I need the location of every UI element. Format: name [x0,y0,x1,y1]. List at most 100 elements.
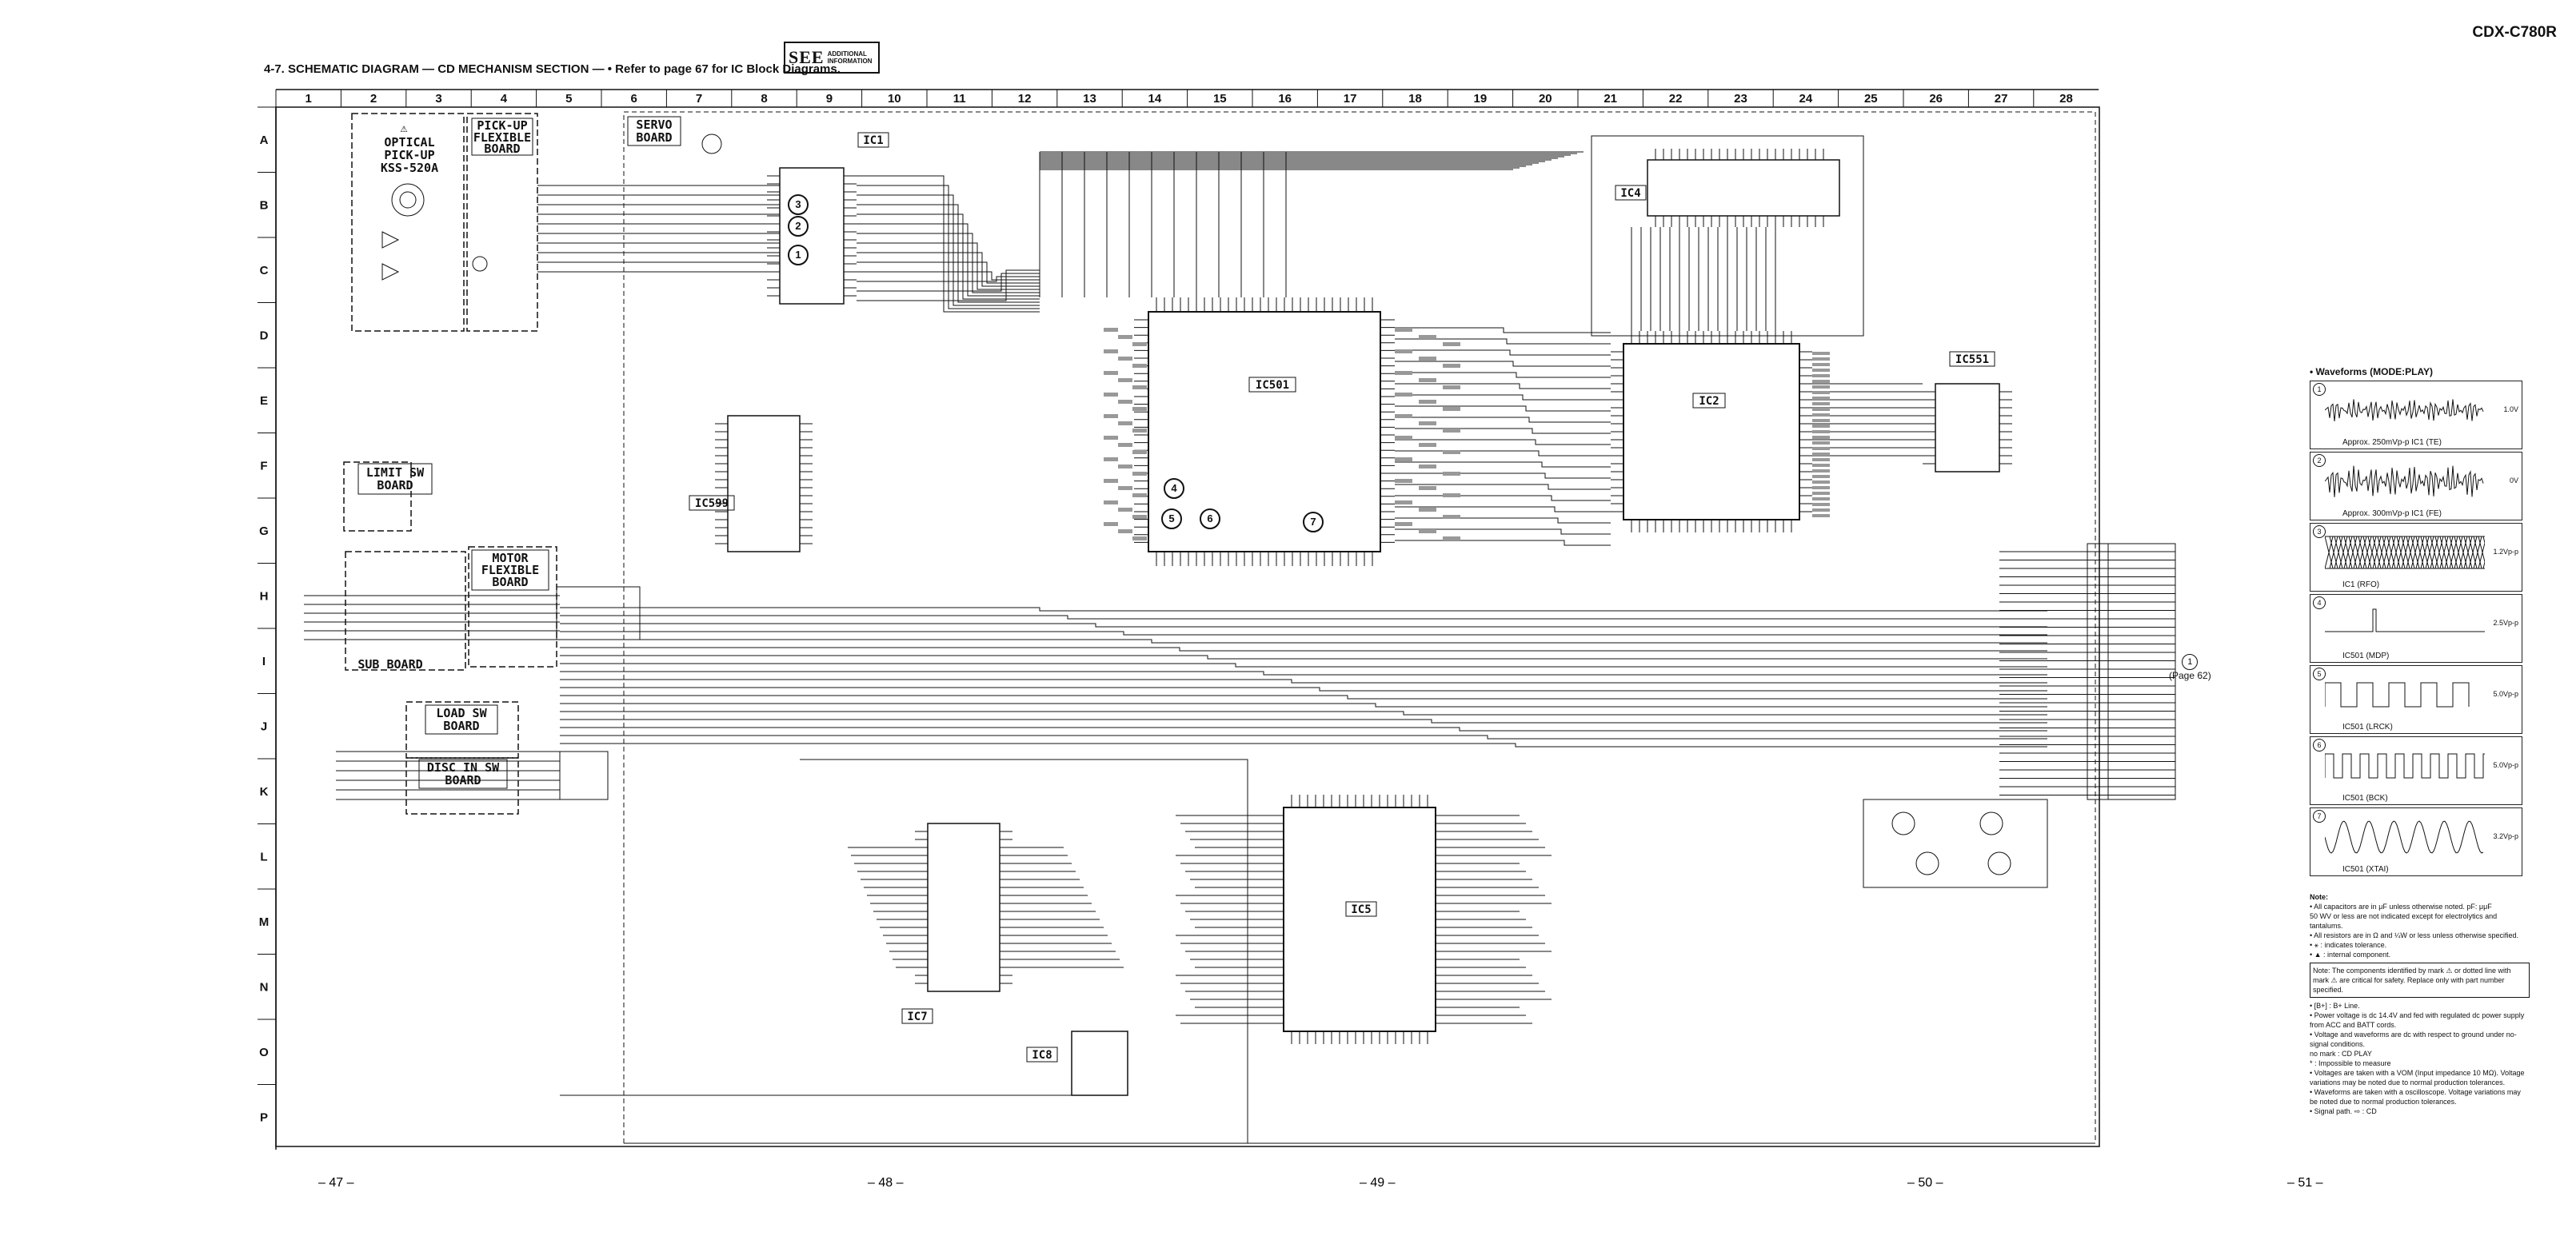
callout-6: 6 [1200,508,1220,529]
ic501-label: IC501 [1256,379,1289,392]
grid-row-N: N [260,980,269,994]
pickup-flex-label: PICK-UP FLEXIBLE BOARD [471,118,533,156]
grid-column-12: 12 [1018,92,1032,106]
grid-row-J: J [261,720,267,733]
note-line-2: • All resistors are in Ω and ¼W or less … [2310,931,2518,939]
grid-column-19: 19 [1474,92,1488,106]
callout-4: 4 [1164,478,1184,499]
waveform-trace [2325,753,2485,779]
waveform-trace [2325,465,2484,497]
limit-sw-board-outline [343,461,412,532]
waveform-amplitude: 1.0V [2503,405,2518,413]
pickup-flex-board-outline [466,113,538,332]
grid-column-28: 28 [2059,92,2073,106]
svg-text:BOARD: BOARD [636,130,672,145]
svg-text:BOARD: BOARD [377,478,413,492]
svg-text:BOARD: BOARD [443,719,479,733]
ic1-body [779,167,845,305]
notes-title: Note: [2310,893,2328,901]
grid-row-P: P [260,1110,268,1124]
grid-row-A: A [260,134,269,147]
waveform-caption: IC501 (XTAI) [2342,865,2389,874]
grid-row-D: D [260,329,269,342]
sub-board-label: SUB BOARD [357,657,422,672]
optical-pickup-label: ⚠ OPTICAL PICK-UP KSS-520A [381,121,438,175]
page-reference: 1 (Page 62) [2169,654,2211,681]
grid-column-16: 16 [1278,92,1292,106]
waveform-caption: Approx. 250mVp-p IC1 (TE) [2342,438,2442,447]
note-more-line-1: • Power voltage is dc 14.4V and fed with… [2310,1011,2525,1029]
ic599-body [727,415,801,552]
load-sw-label: LOAD SW BOARD [425,704,498,735]
page-number-51: – 51 – [2287,1176,2323,1190]
waveform-caption: Approx. 300mVp-p IC1 (FE) [2342,509,2442,518]
safety-note: Note: The components identified by mark … [2310,963,2530,998]
ic7-label: IC7 [907,1011,927,1023]
ic8-label: IC8 [1032,1049,1052,1062]
grid-row-C: C [260,264,269,277]
disc-in-sw-label: DISC IN SW BOARD [418,759,508,789]
waveform-number: 4 [2313,596,2326,609]
grid-column-15: 15 [1213,92,1227,106]
svg-text:LIMIT SW: LIMIT SW [366,465,425,480]
grid-column-4: 4 [501,92,508,106]
grid-column-18: 18 [1408,92,1422,106]
grid-column-20: 20 [1539,92,1552,106]
page-ref-circle: 1 [2182,654,2199,670]
grid-row-G: G [259,524,269,538]
waveform-trace [2325,682,2470,708]
callout-7: 7 [1303,512,1324,532]
svg-text:SERVO: SERVO [636,118,672,132]
waveform-amplitude: 5.0Vp-p [2493,761,2518,769]
page-number-50: – 50 – [1907,1176,1943,1190]
waveform-trace [2325,399,2484,422]
grid-column-27: 27 [1995,92,2008,106]
grid-column-1: 1 [306,92,312,106]
ic2-body [1623,343,1800,520]
grid-column-22: 22 [1669,92,1683,106]
svg-text:MOTOR: MOTOR [492,551,529,565]
ic551-body [1935,383,2000,472]
svg-text:FLEXIBLE: FLEXIBLE [473,130,531,145]
waveform-caption: IC501 (BCK) [2342,794,2388,803]
waveform-amplitude: 1.2Vp-p [2493,548,2518,556]
waveform-caption: IC501 (LRCK) [2342,723,2393,732]
grid-column-9: 9 [826,92,833,106]
waveform-amplitude: 0V [2509,476,2518,484]
diagram-title: 4-7. SCHEMATIC DIAGRAM — CD MECHANISM SE… [264,62,841,76]
grid-row-H: H [260,589,269,603]
ic4-label: IC4 [1620,187,1640,200]
svg-text:⚠: ⚠ [400,121,407,135]
grid-column-7: 7 [696,92,702,106]
note-more-line-4: * : Impossible to measure [2310,1059,2391,1067]
grid-column-3: 3 [435,92,441,106]
ic1-label: IC1 [863,134,883,147]
waveform-amplitude: 2.5Vp-p [2493,619,2518,627]
waveform-trace [2325,608,2485,632]
waveform-number: 5 [2313,668,2326,680]
waveform-caption: IC501 (MDP) [2342,652,2390,660]
grid-column-13: 13 [1083,92,1096,106]
grid-column-26: 26 [1929,92,1943,106]
note-more-line-0: • [B+] : B+ Line. [2310,1002,2360,1010]
svg-text:BOARD: BOARD [492,575,528,589]
main-board-dashed-outline [623,111,2096,1144]
note-line-0: • All capacitors are in μF unless otherw… [2310,903,2492,911]
callout-1: 1 [788,245,809,265]
svg-text:PICK-UP: PICK-UP [477,118,527,133]
callout-5: 5 [1161,508,1182,529]
grid-row-O: O [259,1046,269,1059]
svg-text:KSS-520A: KSS-520A [381,161,438,175]
svg-text:LOAD SW: LOAD SW [436,706,487,720]
load-sw-board-outline [405,701,519,759]
grid-row-L: L [260,850,267,863]
ic551-label: IC551 [1955,353,1989,366]
limit-sw-label: LIMIT SW BOARD [357,463,433,495]
see-additional-information-stamp: SEE ADDITIONAL INFORMATION [784,42,880,74]
